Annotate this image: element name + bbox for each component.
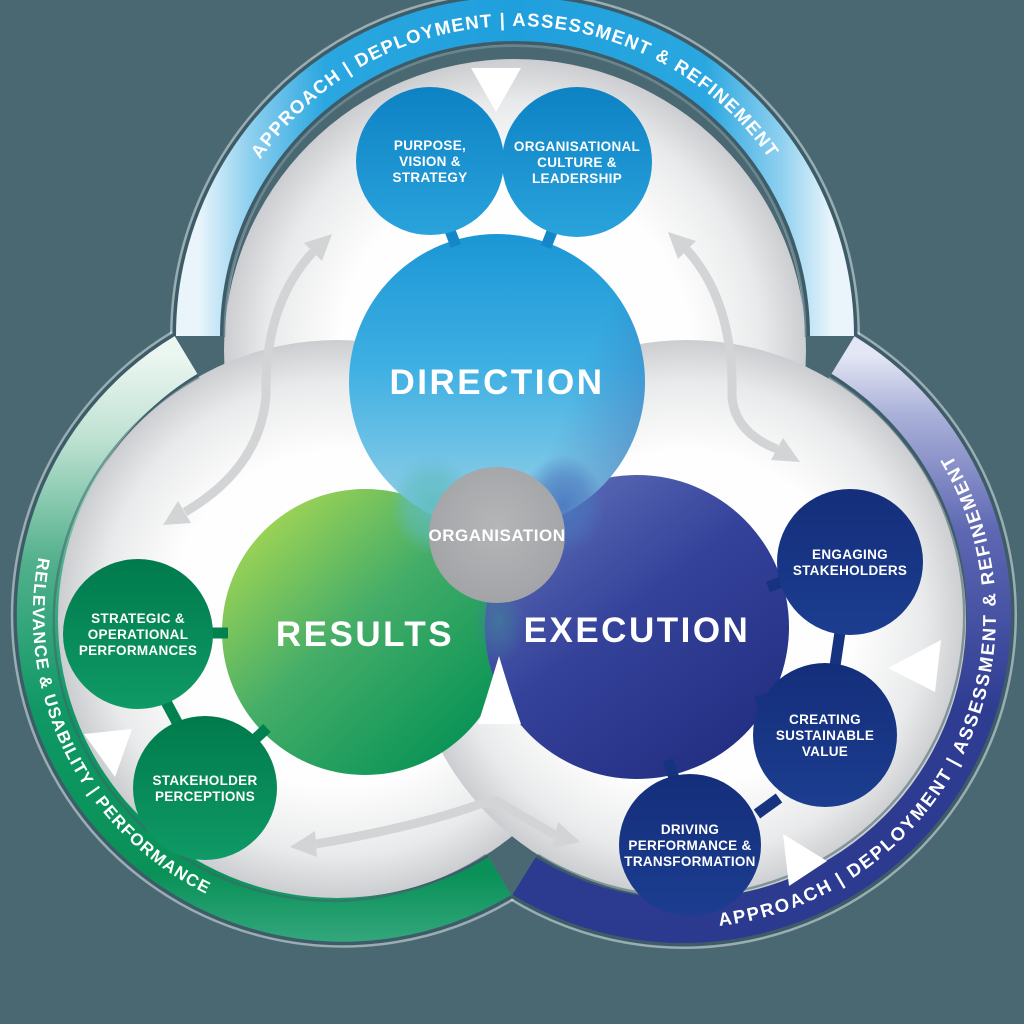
satellite-driving-performance-transformation [619, 774, 761, 916]
satellite-strategic-operational-performances [63, 559, 213, 709]
organisation-label: ORGANISATION [429, 526, 566, 545]
organisation-circle [429, 467, 565, 603]
bottom-notch [478, 656, 521, 724]
execution-label: EXECUTION [524, 611, 751, 650]
satellite-engaging-stakeholders [777, 489, 923, 635]
arrowhead-up-left-icon [668, 232, 696, 259]
white-arrow-right-icon [888, 640, 941, 692]
arrowhead-down-left-icon [163, 501, 191, 525]
white-triangles [84, 68, 941, 886]
satellite-circles [63, 87, 923, 916]
direction-label: DIRECTION [390, 363, 605, 402]
white-arrow-left-icon [84, 729, 132, 777]
flow-arrows [182, 246, 779, 849]
double-arrow-left [182, 248, 317, 516]
satellite-organisational-culture-leadership [502, 87, 652, 237]
satellite-stakeholder-perceptions [133, 716, 277, 860]
white-arrow-top-icon [471, 68, 521, 112]
arrowhead-down-right-icon [771, 438, 800, 462]
arrowhead-right-icon [552, 822, 580, 848]
arrowhead-up-right-icon [304, 234, 332, 261]
double-arrow-right [683, 246, 779, 454]
satellite-creating-sustainable-value [753, 663, 897, 807]
satellite-purpose-vision-strategy [356, 87, 504, 235]
connector [753, 793, 783, 819]
connector [829, 631, 846, 667]
double-arrow-bottom [315, 796, 558, 849]
purpose-label: PURPOSE,VISION &STRATEGY [393, 138, 468, 185]
results-label: RESULTS [276, 615, 454, 654]
arrowhead-left-icon [290, 831, 317, 857]
white-arrow-bottom-right-icon [783, 834, 827, 886]
flow-arrowheads [163, 232, 800, 857]
